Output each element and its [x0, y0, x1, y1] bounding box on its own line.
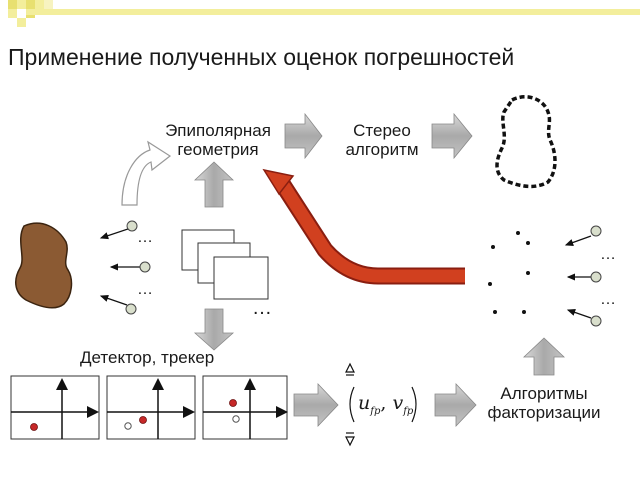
- decor-square: [44, 0, 53, 9]
- point-cloud: [488, 231, 530, 314]
- ellipsis-images: …: [252, 297, 272, 319]
- formula-v-sub: fp: [403, 405, 414, 417]
- formula-u: ufp, vfp: [358, 392, 413, 417]
- formula-u-sub: fp: [370, 405, 381, 417]
- graph-2: [106, 375, 196, 440]
- decor-square: [8, 9, 17, 18]
- arrow-graphs-to-formula: [293, 383, 339, 427]
- formula-sep: ,: [380, 392, 387, 414]
- arrow-epipolar-to-stereo: [284, 112, 323, 160]
- decor-line: [26, 9, 640, 15]
- formula-graphic: [345, 362, 417, 447]
- label-epipolar-line2: геометрия: [177, 140, 259, 159]
- ellipsis-left-top: …: [137, 229, 153, 246]
- image-stack: [181, 229, 269, 300]
- arrow-stereo-to-shape: [431, 112, 473, 160]
- label-factorization: Алгоритмы факторизации: [474, 384, 614, 422]
- arrow-images-up: [193, 161, 235, 208]
- label-detector: Детектор, трекер: [80, 348, 215, 367]
- arrow-images-down: [193, 308, 235, 351]
- decor-square: [35, 0, 44, 9]
- ellipsis-left-bottom: …: [137, 281, 153, 298]
- decor-square: [17, 18, 26, 27]
- dashed-shape: [495, 95, 557, 189]
- formula-v-var: v: [392, 392, 404, 414]
- graph-3: [202, 375, 288, 440]
- label-epipolar-line1: Эпиполярная: [165, 121, 271, 140]
- graph-1: [10, 375, 100, 440]
- label-stereo: Стерео алгоритм: [330, 121, 434, 159]
- label-factorization-line1: Алгоритмы: [500, 384, 588, 403]
- left-cameras: [99, 220, 151, 315]
- label-stereo-line1: Стерео: [353, 121, 411, 140]
- label-factorization-line2: факторизации: [487, 403, 601, 422]
- formula-u-var: u: [358, 392, 371, 414]
- decor-square: [8, 0, 17, 9]
- arrow-formula-to-factorization: [434, 383, 477, 427]
- ellipsis-right-bottom: …: [600, 291, 616, 308]
- brown-object: [14, 222, 73, 309]
- right-cameras: [564, 225, 602, 327]
- label-epipolar: Эпиполярная геометрия: [150, 121, 286, 159]
- ellipsis-right-top: …: [600, 246, 616, 263]
- arrow-factorization-up: [522, 337, 566, 376]
- decor-square: [26, 0, 35, 9]
- curved-arrow: [121, 140, 172, 206]
- red-arrowhead: [262, 168, 295, 196]
- decor-square: [17, 0, 26, 9]
- slide-title: Применение полученных оценок погрешносте…: [8, 44, 515, 70]
- label-stereo-line2: алгоритм: [345, 140, 419, 159]
